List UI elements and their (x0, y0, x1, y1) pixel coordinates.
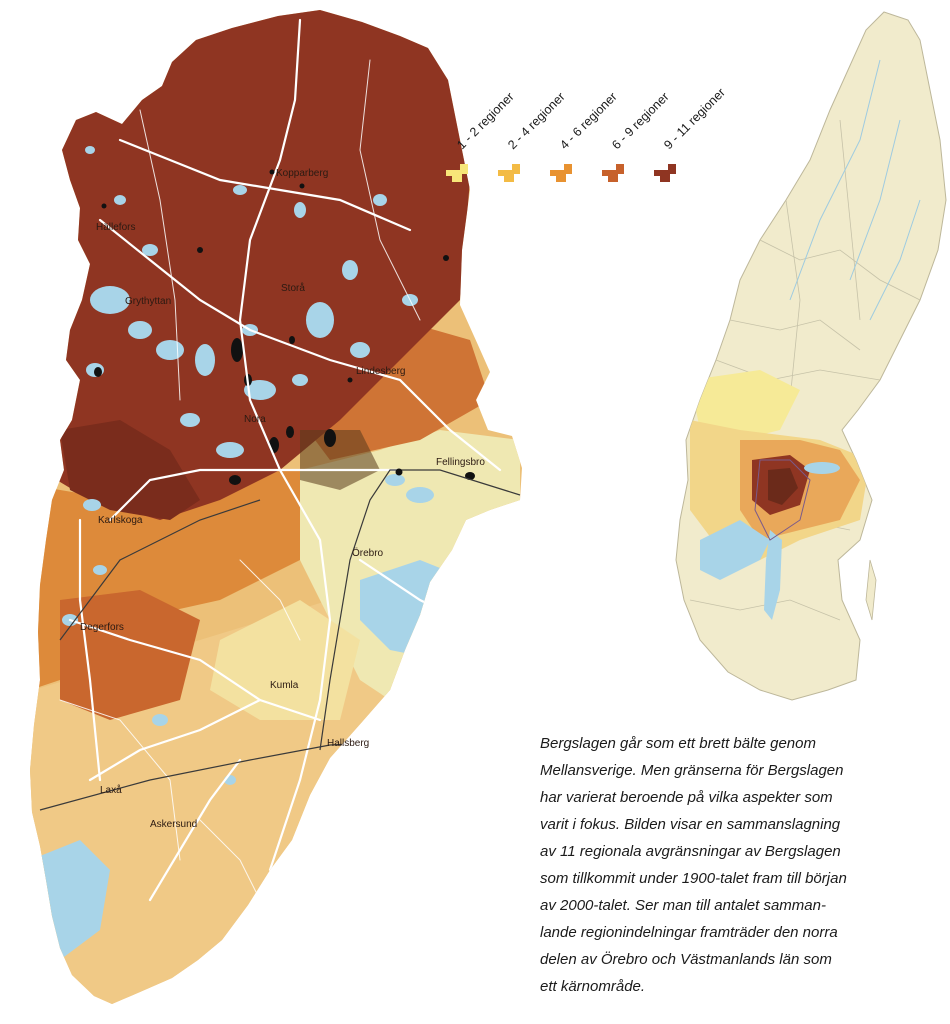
legend-swatch-4 (602, 164, 624, 182)
town-kopparberg: Kopparberg (276, 168, 328, 179)
gotland (865, 559, 877, 621)
caption-line: delen av Örebro och Västmanlands län som (540, 951, 832, 968)
lake-vanern (700, 520, 770, 580)
town-karlskoga: Karlskoga (98, 515, 143, 526)
roads (68, 18, 502, 902)
caption-line: ett kärnområde. (540, 978, 646, 995)
legend-swatch-1 (446, 164, 468, 182)
caption-line: av 2000-talet. Ser man till antalet samm… (540, 897, 826, 914)
town-hallsberg: Hallsberg (327, 738, 369, 749)
town-fellingsbro: Fellingsbro (436, 457, 485, 468)
zone-9-11 (30, 10, 520, 520)
caption-line: har varierat beroende på vilka aspekter … (540, 789, 833, 806)
town-labels: Kopparberg Hällefors Grythyttan Storå Li… (80, 168, 485, 830)
town-orebro: Örebro (352, 547, 384, 559)
town-stora: Storå (281, 282, 305, 294)
caption-line: som tillkommit under 1900-talet fram til… (540, 870, 847, 887)
town-laxa: Laxå (100, 784, 122, 796)
legend-swatch-5 (654, 164, 676, 182)
county-map: Kopparberg Hällefors Grythyttan Storå Li… (30, 10, 522, 1004)
town-kumla: Kumla (270, 680, 299, 691)
town-hallefors: Hällefors (96, 222, 135, 233)
legend: 1 - 2 regioner 2 - 4 regioner 4 - 6 regi… (446, 85, 728, 182)
caption-line: varit i fokus. Bilden visar en sammansla… (540, 816, 841, 833)
sweden-outline (675, 11, 947, 701)
caption-line: lande regionindelningar framträder den n… (540, 924, 838, 941)
legend-swatch-3 (550, 164, 572, 182)
legend-label-5: 9 - 11 regioner (661, 85, 728, 152)
sweden-map (675, 11, 947, 701)
town-degerfors: Degerfors (80, 622, 124, 633)
town-lindesberg: Lindesberg (356, 366, 405, 377)
lake-vattern-small (764, 530, 782, 620)
legend-swatch-2 (498, 164, 520, 182)
town-grythyttan: Grythyttan (125, 296, 171, 307)
town-askersund: Askersund (150, 819, 197, 830)
caption-line: Mellansverige. Men gränserna för Bergsla… (540, 762, 844, 779)
caption: Bergslagen går som ett brett bälte genom… (540, 730, 950, 1000)
town-nora: Nora (244, 414, 266, 425)
caption-line: av 11 regionala avgränsningar av Bergsla… (540, 843, 841, 860)
caption-line: Bergslagen går som ett brett bälte genom (540, 735, 816, 752)
